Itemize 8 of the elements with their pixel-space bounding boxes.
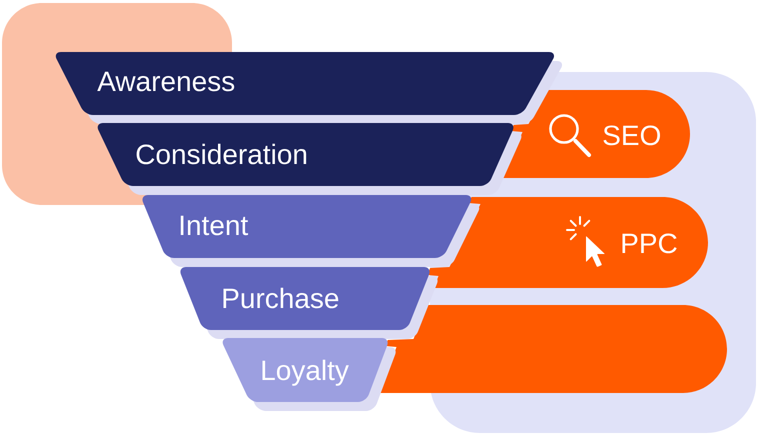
funnel-band: Loyalty bbox=[222, 338, 396, 411]
pill: SEO bbox=[502, 90, 690, 178]
funnel-band: Purchase bbox=[180, 267, 438, 339]
funnel-band: Intent bbox=[142, 195, 480, 267]
funnel-band: Awareness bbox=[56, 52, 562, 124]
pill: PPC bbox=[427, 197, 708, 288]
funnel-band: Consideration bbox=[98, 123, 522, 195]
pill bbox=[379, 305, 727, 393]
